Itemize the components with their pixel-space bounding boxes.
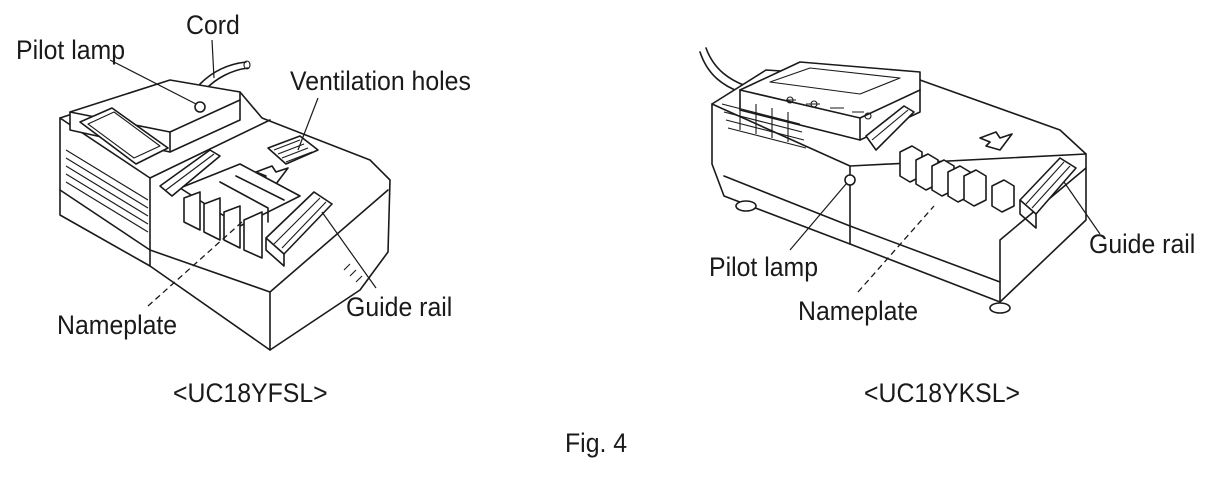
label-nameplate-right: Nameplate: [798, 296, 919, 326]
leader-pilot-lamp: [109, 59, 197, 105]
figure-caption: Fig. 4: [565, 428, 628, 458]
label-pilot-lamp: Pilot lamp: [16, 35, 126, 65]
terminal-blocks: [899, 145, 1015, 213]
cord-line: [199, 61, 247, 85]
leader-guide-rail: [321, 211, 377, 289]
insert-arrow-right: [979, 131, 1013, 151]
guide-rail-left: [159, 149, 221, 197]
label-guide-rail-right: Guide rail: [1089, 229, 1196, 259]
label-nameplate: Nameplate: [57, 310, 178, 340]
guide-rail-right-charger: [1019, 157, 1077, 215]
ventilation-holes: [267, 135, 319, 165]
model-caption-right: <UC18YKSL>: [864, 378, 1021, 408]
pilot-lamp-indicator: [194, 101, 206, 113]
display-window: [79, 107, 169, 165]
leader-cord: [211, 39, 215, 79]
guide-rail-left-right-charger: [865, 105, 915, 151]
label-guide-rail: Guide rail: [346, 292, 453, 322]
guide-rail-right: [265, 191, 333, 255]
leader-pilot-lamp-right: [789, 183, 847, 251]
label-cord: Cord: [186, 10, 240, 40]
leader-guide-rail-right: [1063, 181, 1101, 235]
model-caption-left: <UC18YFSL>: [173, 378, 328, 408]
display-panel-right: [769, 67, 901, 95]
pilot-lamp-indicator-right: [844, 174, 856, 186]
label-ventilation-holes: Ventilation holes: [290, 66, 471, 96]
leader-nameplate: [147, 221, 243, 307]
label-pilot-lamp-right: Pilot lamp: [709, 252, 819, 282]
cord-line-right: [699, 51, 741, 93]
leader-ventilation: [297, 97, 319, 151]
leader-nameplate-right: [857, 205, 935, 293]
